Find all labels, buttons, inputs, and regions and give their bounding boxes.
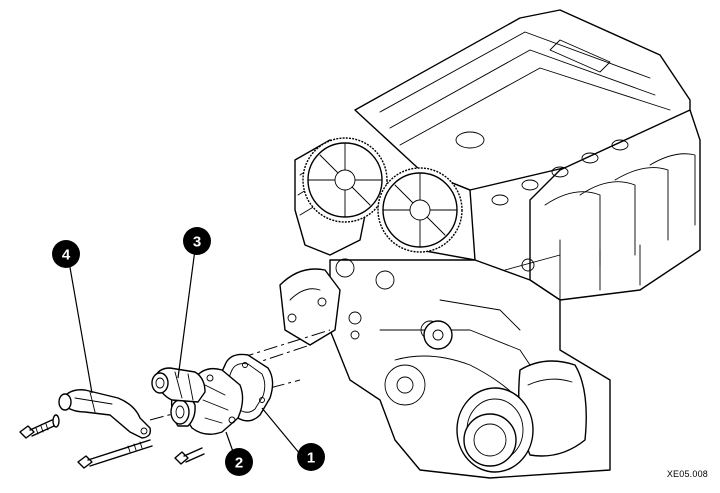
tensioner-pulley bbox=[423, 320, 453, 350]
bolt-long bbox=[77, 439, 153, 469]
reference-code: XE05.008 bbox=[666, 469, 708, 479]
callout-1: 1 bbox=[297, 443, 325, 471]
svg-text:2: 2 bbox=[235, 455, 243, 472]
crank-pulley bbox=[456, 387, 534, 473]
callout-4: 4 bbox=[52, 240, 80, 268]
svg-text:4: 4 bbox=[62, 247, 71, 264]
callout-2: 2 bbox=[225, 448, 253, 476]
leader-lines bbox=[67, 241, 301, 461]
svg-text:3: 3 bbox=[193, 234, 201, 251]
camshaft-sprocket-right bbox=[377, 167, 463, 253]
callout-3: 3 bbox=[183, 227, 211, 255]
pipe-bracket bbox=[58, 389, 152, 439]
washer bbox=[52, 414, 60, 428]
engine-block bbox=[279, 9, 701, 479]
camshaft-sprocket-left bbox=[302, 137, 388, 223]
svg-text:1: 1 bbox=[307, 450, 315, 467]
bolt-short bbox=[174, 447, 205, 465]
thermostat-housing bbox=[151, 367, 206, 403]
bolt-pipe-bracket bbox=[19, 419, 55, 439]
